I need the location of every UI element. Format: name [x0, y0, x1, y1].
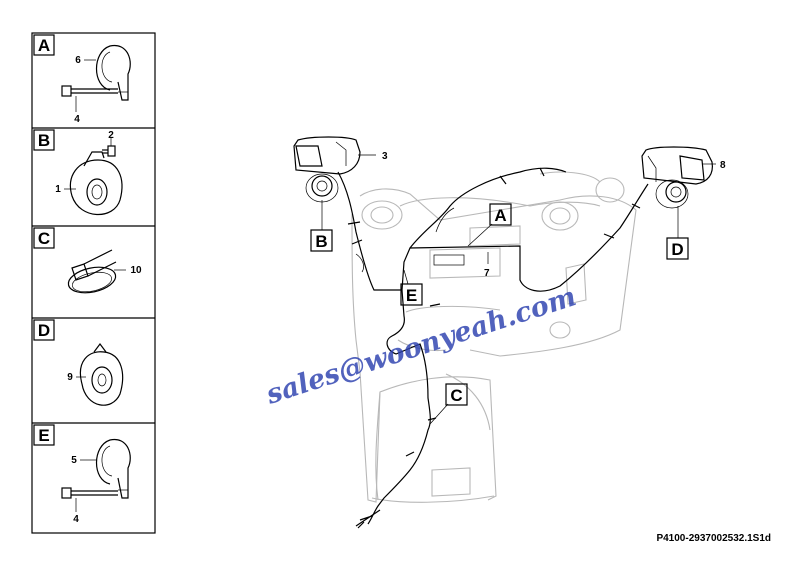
- bolt-icon: [102, 145, 116, 157]
- view-key-c: C: [429, 383, 468, 425]
- callout-5: 5: [71, 455, 77, 466]
- panel-a-key-box: [33, 34, 55, 56]
- view-key-a: A: [467, 203, 512, 247]
- cable-tie-icon: [67, 249, 117, 294]
- callout-1: 1: [55, 184, 61, 195]
- work-lamp-right-icon: [641, 146, 713, 209]
- callout-10: 10: [130, 265, 142, 276]
- detail-panels: A 6 4 B: [31, 32, 156, 534]
- view-key-d: D: [666, 206, 689, 260]
- panel-a-key: A: [38, 36, 50, 55]
- panel-c: C 10: [33, 227, 142, 294]
- panel-e: E 5 4: [33, 424, 131, 525]
- horn-icon: [79, 343, 124, 406]
- callout-7: 7: [484, 268, 490, 279]
- clamp-icon: [96, 44, 131, 101]
- bolt-icon: [61, 487, 118, 499]
- panel-a: A 6 4: [33, 34, 131, 125]
- callout-8: 8: [720, 160, 726, 171]
- panel-c-key-box: [33, 227, 55, 249]
- connector-icon: [433, 254, 465, 266]
- callout-9: 9: [67, 372, 73, 383]
- panel-b: B 2 1: [33, 129, 123, 216]
- panel-d: D 9: [33, 319, 124, 406]
- view-key-c-label: C: [450, 386, 462, 405]
- panel-c-key: C: [38, 229, 50, 248]
- horn-icon: [69, 151, 123, 216]
- clamp-icon: [96, 438, 131, 499]
- callout-4: 4: [73, 514, 79, 525]
- panel-d-key: D: [38, 321, 50, 340]
- drawing-number: P4100-2937002532.1S1d: [656, 533, 771, 544]
- panel-e-key: E: [38, 426, 49, 445]
- callout-4: 4: [74, 114, 80, 125]
- panel-b-key-box: [33, 129, 55, 151]
- view-key-b: B: [310, 200, 333, 252]
- view-key-a-label: A: [494, 206, 506, 225]
- callout-2: 2: [108, 130, 114, 141]
- watermark-text: sales@woonyeah.com: [262, 281, 580, 411]
- view-key-e-label: E: [406, 286, 417, 305]
- detail-panels-frame: [31, 32, 156, 534]
- callout-3: 3: [382, 151, 388, 162]
- view-key-e: E: [400, 269, 423, 306]
- panel-e-key-box: [33, 424, 55, 446]
- panel-d-key-box: [33, 319, 55, 341]
- callout-6: 6: [75, 55, 81, 66]
- view-key-b-label: B: [315, 232, 327, 251]
- bolt-icon: [61, 85, 118, 97]
- work-lamp-left-icon: [293, 136, 361, 203]
- view-key-d-label: D: [671, 240, 683, 259]
- panel-b-key: B: [38, 131, 50, 150]
- wiring-harness: [337, 167, 649, 529]
